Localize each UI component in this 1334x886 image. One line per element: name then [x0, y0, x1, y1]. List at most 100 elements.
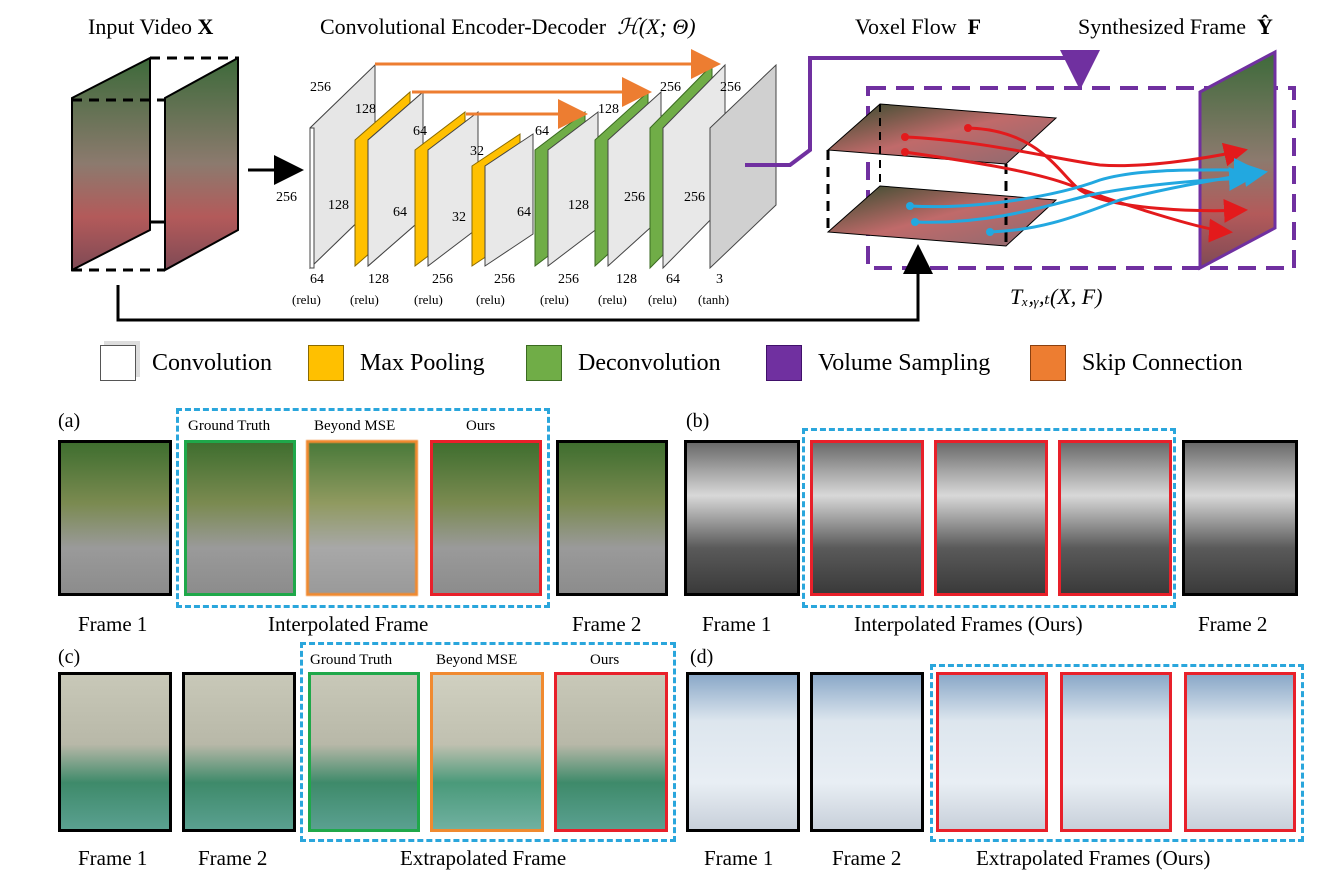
panel-d-frame1	[686, 672, 800, 832]
legend-skip-swatch	[1030, 345, 1066, 381]
panel-d-frame2	[810, 672, 924, 832]
skip-connections	[375, 49, 721, 129]
layer-activation: (relu)	[350, 292, 379, 307]
layer-activation: (relu)	[540, 292, 569, 307]
legend-convolution-swatch	[100, 345, 136, 381]
panel-c-ours	[554, 672, 668, 832]
panel-d-tag: (d)	[690, 646, 714, 668]
volume-sampling-path	[745, 50, 1296, 270]
panel-a-ours	[430, 440, 542, 596]
network-layers	[309, 63, 777, 270]
panel-c-header-mse: Beyond MSE	[436, 652, 518, 668]
panel-d-caption-frame2: Frame 2	[832, 846, 902, 870]
panel-a-caption-frame2: Frame 2	[572, 612, 642, 636]
layer-activation: (tanh)	[698, 292, 730, 307]
panel-b-interp2	[934, 440, 1048, 596]
input-frame-front	[164, 56, 239, 272]
layer-top-number: 256	[720, 80, 741, 95]
panel-c-frame2	[182, 672, 296, 832]
input-frame-back	[71, 56, 151, 272]
voxel-flow-frames	[826, 103, 1058, 247]
layer-bottom-number: 64	[310, 272, 324, 287]
panel-b-caption-frame1: Frame 1	[702, 612, 772, 636]
input-video-title: Input Video X	[88, 14, 214, 39]
legend-convolution-label: Convolution	[152, 350, 273, 376]
panel-a-header-ours: Ours	[466, 418, 496, 434]
panel-a-caption-mid: Interpolated Frame	[268, 612, 429, 636]
panel-a-group	[176, 408, 550, 608]
input-symbol: X	[197, 14, 214, 39]
panel-c-ground-truth	[308, 672, 420, 832]
panel-c-group	[300, 642, 676, 842]
synth-symbol: Ŷ	[1257, 14, 1273, 39]
legend-deconv-label: Deconvolution	[578, 350, 721, 376]
panel-c-caption-frame2: Frame 2	[198, 846, 268, 870]
panel-a-header-gt: Ground Truth	[188, 418, 271, 434]
panel-c-caption-mid: Extrapolated Frame	[400, 846, 567, 870]
layer-side-number: 128	[568, 198, 589, 213]
voxel-flow-title: Voxel Flow F	[855, 14, 982, 39]
encoder-symbol: ℋ(X; Θ)	[617, 14, 696, 39]
panel-a-header-mse: Beyond MSE	[314, 418, 396, 434]
panel-d-extrap2	[1060, 672, 1172, 832]
panel-a-frame2	[556, 440, 668, 596]
panel-d-group	[930, 664, 1304, 842]
layer-bottom-number: 256	[558, 272, 579, 287]
layer-top-number: 128	[598, 102, 619, 117]
legend-sampling-swatch	[766, 345, 802, 381]
panel-c-header-ours: Ours	[590, 652, 620, 668]
layer-side-number: 64	[517, 205, 531, 220]
layer-bottom-number: 128	[368, 272, 389, 287]
layer-side-number: 256	[684, 190, 705, 205]
legend-pooling-label: Max Pooling	[360, 350, 485, 376]
voxel-symbol: F	[967, 14, 982, 39]
panel-a-frame1	[58, 440, 172, 596]
panel-a-caption-frame1: Frame 1	[78, 612, 148, 636]
legend-pooling-swatch	[308, 345, 344, 381]
panel-d-extrap3	[1184, 672, 1296, 832]
layer-side-number: 64	[393, 205, 407, 220]
layer-activation: (relu)	[414, 292, 443, 307]
layer-activation: (relu)	[598, 292, 627, 307]
sampling-function: Tₓ,ᵧ,ₜ(X, F)	[1010, 284, 1103, 309]
panel-b-interp3	[1058, 440, 1172, 596]
sampling-box	[866, 86, 1296, 270]
layer-side-number: 128	[328, 198, 349, 213]
synthesized-frame	[1198, 49, 1277, 271]
layer-top-number: 64	[413, 124, 427, 139]
layer-side-number: 256	[624, 190, 645, 205]
panel-c-header-gt: Ground Truth	[310, 652, 393, 668]
panel-b-caption-frame2: Frame 2	[1198, 612, 1268, 636]
layer-activation: (relu)	[476, 292, 505, 307]
panel-b-caption-mid: Interpolated Frames (Ours)	[854, 612, 1083, 636]
layer-top-number: 128	[355, 102, 376, 117]
legend-skip-label: Skip Connection	[1082, 350, 1243, 376]
panel-a-tag: (a)	[58, 410, 81, 432]
layer-bottom-number: 256	[432, 272, 453, 287]
layer-top-number: 256	[660, 80, 681, 95]
feedback-arrow	[116, 244, 933, 322]
panel-b-group	[802, 428, 1176, 608]
panel-a-beyond-mse	[306, 440, 418, 596]
panel-c-tag: (c)	[58, 646, 81, 668]
flow-lines	[901, 124, 1268, 243]
panel-a-ground-truth	[184, 440, 296, 596]
panel-d-caption-mid: Extrapolated Frames (Ours)	[976, 846, 1211, 870]
layer-top-number: 64	[535, 124, 549, 139]
panel-b-frame1	[684, 440, 800, 596]
layer-activation: (relu)	[292, 292, 321, 307]
panel-d-caption-frame1: Frame 1	[704, 846, 774, 870]
panel-c-caption-frame1: Frame 1	[78, 846, 148, 870]
legend-sampling-label: Volume Sampling	[818, 350, 991, 376]
legend-deconv-swatch	[526, 345, 562, 381]
panel-b-tag: (b)	[686, 410, 710, 432]
synth-frame-title: Synthesized Frame Ŷ	[1078, 14, 1273, 39]
layer-top-number: 256	[310, 80, 331, 95]
panel-c-frame1	[58, 672, 172, 832]
layer-side-number: 256	[276, 190, 297, 205]
panel-b-interp1	[810, 440, 924, 596]
layer-bottom-number: 128	[616, 272, 637, 287]
encoder-title: Convolutional Encoder-Decoder ℋ(X; Θ)	[320, 14, 696, 39]
